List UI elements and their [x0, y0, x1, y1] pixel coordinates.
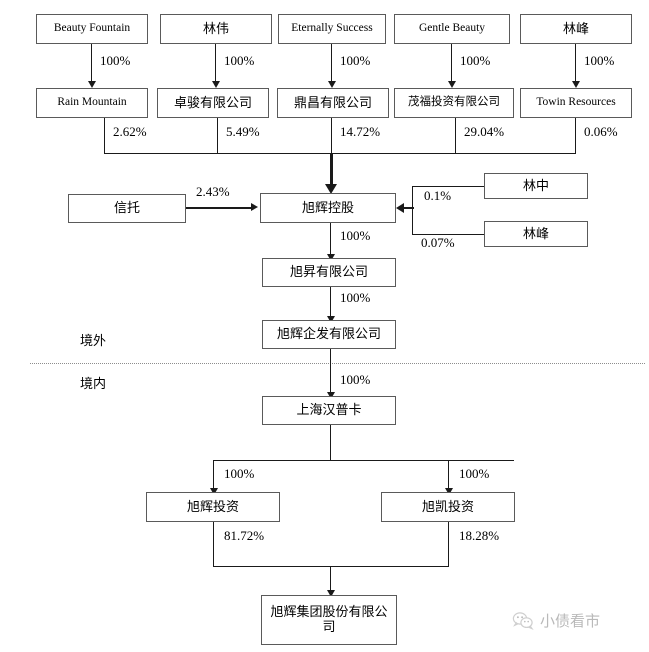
edge-line-eternally-dingchang — [331, 44, 332, 82]
wechat-icon — [512, 611, 534, 630]
watermark: 小债看市 — [512, 610, 600, 631]
edge-line-rain-holdings — [104, 118, 105, 154]
node-cifi-holdings[interactable]: 旭辉控股 — [260, 193, 396, 223]
edge-label-hanpuka-xukai-inv: 100% — [459, 466, 490, 481]
edge-line-hanpuka-cifi-inv — [213, 460, 214, 490]
offshore-onshore-divider — [30, 363, 645, 364]
edge-label-qifa-hanpuka: 100% — [340, 372, 371, 387]
edge-label-xukai-inv-group: 18.28% — [459, 528, 500, 543]
edge-line-linzhong-bracket — [412, 186, 485, 187]
edge-bus-to-cifi-holdings — [104, 153, 576, 154]
arrowhead-trust-holdings — [251, 203, 258, 211]
node-shanghai-hanpuka[interactable]: 上海汉普卡 — [262, 396, 396, 425]
edge-line-maofu-holdings — [455, 118, 456, 154]
edge-label-linzhong-holdings: 0.1% — [424, 188, 452, 203]
edge-line-zhuojun-holdings — [217, 118, 218, 154]
arrowhead-eternally-dingchang — [328, 81, 336, 88]
arrowhead-linfeng-towin — [572, 81, 580, 88]
edge-line-dingchang-holdings — [331, 118, 332, 154]
edge-label-hanpuka-cifi-inv: 100% — [224, 466, 255, 481]
zone-label-offshore: 境外 — [80, 333, 107, 348]
arrowhead-qifa-hanpuka — [327, 392, 335, 399]
node-gentle-beauty[interactable]: Gentle Beauty — [394, 14, 510, 44]
arrowhead-gentle-maofu — [448, 81, 456, 88]
node-dingchang[interactable]: 鼎昌有限公司 — [277, 88, 389, 118]
edge-line-towin-holdings — [575, 118, 576, 154]
edge-label-eternally-dingchang: 100% — [340, 53, 371, 68]
edge-line-right-bracket — [412, 186, 413, 235]
edge-line-merge-group-stem — [330, 566, 331, 592]
arrowhead-linwei-zhuojun — [212, 81, 220, 88]
edge-line-bracket-holdings — [404, 207, 414, 209]
edge-line-hanpuka-xukai-inv — [448, 460, 449, 490]
node-cifi-investment[interactable]: 旭辉投资 — [146, 492, 280, 522]
edge-line-beauty-rain — [91, 44, 92, 82]
edge-label-beauty-rain: 100% — [100, 53, 131, 68]
node-cifi-qifa[interactable]: 旭辉企发有限公司 — [262, 320, 396, 349]
edge-label-towin-holdings: 0.06% — [584, 124, 618, 139]
node-trust[interactable]: 信托 — [68, 194, 186, 223]
edge-line-holdings-xusheng — [330, 223, 331, 256]
edge-line-hanpuka-split-bar — [213, 460, 514, 461]
edge-line-bus-holdings-trunk — [330, 153, 333, 186]
node-zhuojun[interactable]: 卓骏有限公司 — [157, 88, 269, 118]
edge-line-gentle-maofu — [451, 44, 452, 82]
node-lin-zhong[interactable]: 林中 — [484, 173, 588, 199]
arrowhead-hanpuka-cifi-inv — [210, 488, 218, 495]
node-xukai-investment[interactable]: 旭凯投资 — [381, 492, 515, 522]
node-lin-feng-top[interactable]: 林峰 — [520, 14, 632, 44]
edge-label-linfeng-towin: 100% — [584, 53, 615, 68]
node-eternally-success[interactable]: Eternally Success — [278, 14, 386, 44]
edge-line-xusheng-qifa — [330, 287, 331, 318]
edge-line-merge-bar — [213, 566, 449, 567]
edge-label-holdings-xusheng: 100% — [340, 228, 371, 243]
arrowhead-xusheng-qifa — [327, 316, 335, 323]
edge-line-linwei-zhuojun — [215, 44, 216, 82]
edge-line-hanpuka-split-stem — [330, 425, 331, 460]
arrowhead-bus-holdings — [325, 184, 337, 194]
arrowhead-holdings-xusheng — [327, 254, 335, 261]
arrowhead-bracket-holdings — [396, 203, 404, 213]
edge-line-cifi-inv-merge — [213, 522, 214, 566]
edge-label-dingchang-holdings: 14.72% — [340, 124, 381, 139]
edge-label-maofu-holdings: 29.04% — [464, 124, 505, 139]
edge-label-linfeng-holdings: 0.07% — [421, 235, 455, 250]
edge-label-xusheng-qifa: 100% — [340, 290, 371, 305]
edge-line-xukai-inv-merge — [448, 522, 449, 566]
edge-label-cifi-inv-group: 81.72% — [224, 528, 265, 543]
arrowhead-merge-group — [327, 590, 335, 597]
arrowhead-hanpuka-xukai-inv — [445, 488, 453, 495]
node-maofu[interactable]: 茂福投资有限公司 — [394, 88, 514, 118]
arrowhead-beauty-rain — [88, 81, 96, 88]
edge-line-linfeng-towin — [575, 44, 576, 82]
edge-label-trust-holdings: 2.43% — [196, 184, 230, 199]
edge-line-qifa-hanpuka — [330, 349, 331, 394]
edge-label-linwei-zhuojun: 100% — [224, 53, 255, 68]
node-xusheng[interactable]: 旭昇有限公司 — [262, 258, 396, 287]
edge-line-trust-holdings — [186, 207, 252, 209]
edge-label-gentle-maofu: 100% — [460, 53, 491, 68]
node-cifi-group[interactable]: 旭辉集团股份有限公司 — [261, 595, 397, 645]
node-towin-resources[interactable]: Towin Resources — [520, 88, 632, 118]
zone-label-onshore: 境内 — [80, 376, 107, 391]
edge-label-rain-holdings: 2.62% — [113, 124, 147, 139]
node-lin-feng-right[interactable]: 林峰 — [484, 221, 588, 247]
node-lin-wei-top[interactable]: 林伟 — [160, 14, 272, 44]
node-beauty-fountain[interactable]: Beauty Fountain — [36, 14, 148, 44]
edge-label-zhuojun-holdings: 5.49% — [226, 124, 260, 139]
watermark-label: 小债看市 — [540, 612, 601, 630]
edge-line-linfeng-bracket — [412, 234, 485, 235]
node-rain-mountain[interactable]: Rain Mountain — [36, 88, 148, 118]
